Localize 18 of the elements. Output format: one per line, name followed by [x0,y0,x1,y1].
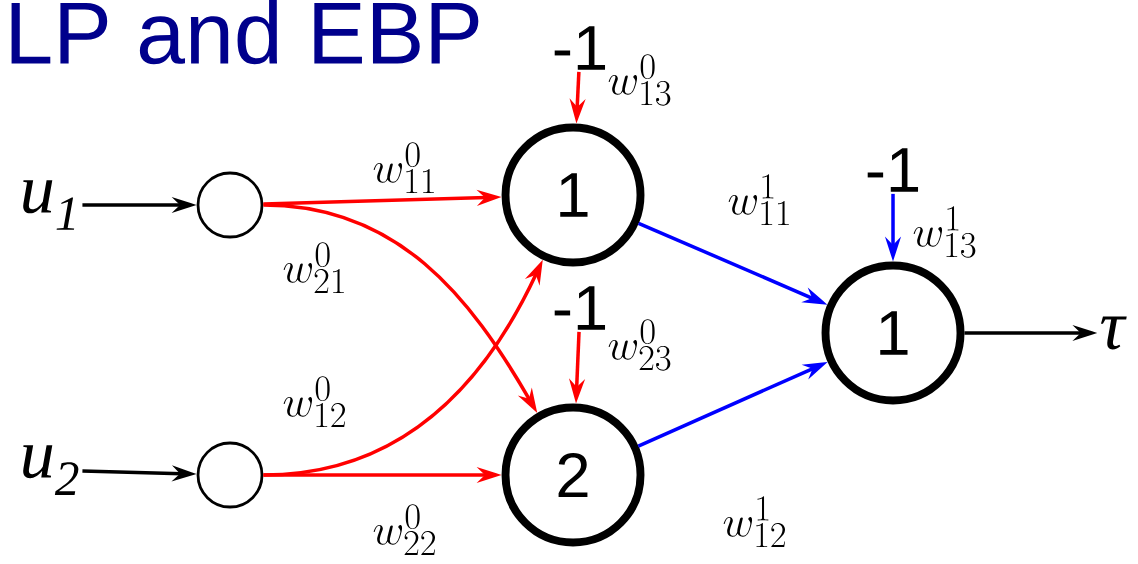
bias-label: -1 [554,286,606,330]
variable-label: u$_{1}$ [23,180,75,230]
bias-label: -1 [554,26,606,70]
weight-label: $w^{0}_{12}$ [280,375,350,429]
weight-label: $w^{0}_{23}$ [605,318,675,372]
weight-label: $w^{0}_{13}$ [605,53,675,107]
weight-label: $w^{0}_{22}$ [370,503,440,557]
input-circle [196,441,264,509]
weight-label: $w^{0}_{21}$ [280,241,350,295]
weight-label: $w^{1}_{13}$ [910,205,980,259]
weight-label: $w^{0}_{11}$ [370,141,440,195]
slide-title: LP and EBP [11,0,479,65]
weight-label: $w^{1}_{11}$ [725,173,795,227]
weight-label: $w^{1}_{12}$ [720,495,790,549]
bias-label: -1 [867,148,919,192]
input-circle [196,171,264,239]
variable-label: τ [1101,316,1127,350]
variable-label: u$_{2}$ [23,445,79,495]
